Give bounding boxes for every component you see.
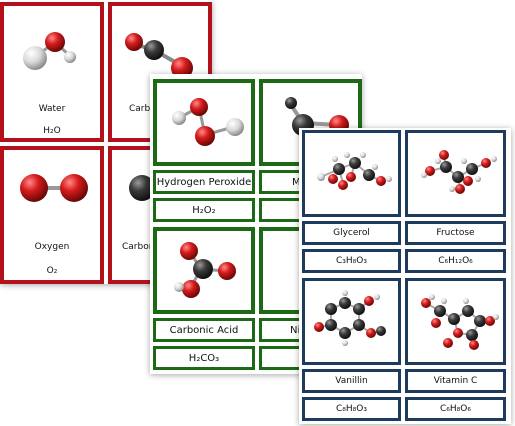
card-water: Water H₂O: [0, 2, 104, 142]
hydrogen-peroxide-molecule-image: [172, 98, 244, 146]
carbon-monoxide-molecule-image: [125, 33, 193, 79]
blue-card-sheet: Glycerol C₃H₈O₃ Fructose C₆H₁₂O₆: [299, 128, 511, 424]
card-vitamin-c-image: [405, 278, 506, 365]
water-molecule-image: [23, 32, 76, 70]
glycerol-molecule-image: [317, 152, 392, 190]
name-box: Carbonic Acid: [153, 318, 255, 342]
formula-box: C₈H₈O₃: [302, 397, 401, 421]
oxygen-molecule-image: [20, 174, 88, 202]
name-box: Fructose: [405, 221, 506, 245]
card-glycerol-image: [302, 130, 401, 217]
formula-box: H₂CO₃: [153, 346, 255, 370]
formula-box: H₂O₂: [153, 198, 255, 222]
card-fructose-image: [405, 130, 506, 217]
card-carbonic-acid-image: [153, 227, 255, 314]
name-box: Hydrogen Peroxide: [153, 170, 255, 194]
vanillin-molecule-image: [314, 290, 386, 346]
card-formula: O₂: [46, 266, 58, 276]
name-box: Vitamin C: [405, 369, 506, 393]
carbon-dioxide-molecule-image: [129, 175, 155, 201]
card-name: Carbor: [122, 242, 153, 252]
name-box: Glycerol: [302, 221, 401, 245]
card-formula: H₂O: [43, 126, 61, 136]
formula-box: C₆H₁₂O₆: [405, 249, 506, 273]
fructose-molecule-image: [421, 150, 497, 194]
formula-box: C₃H₈O₃: [302, 249, 401, 273]
card-name: Oxygen: [34, 242, 70, 252]
name-box: Vanillin: [302, 369, 401, 393]
card-name: Water: [38, 104, 66, 114]
vitamin-c-molecule-image: [421, 294, 499, 350]
formula-box: C₆H₈O₆: [405, 397, 506, 421]
card-name: Carbo: [129, 104, 156, 114]
carbonic-acid-molecule-image: [174, 242, 236, 298]
card-oxygen: Oxygen O₂: [0, 146, 104, 284]
card-hydrogen-peroxide-image: [153, 79, 255, 166]
card-vanillin-image: [302, 278, 401, 365]
